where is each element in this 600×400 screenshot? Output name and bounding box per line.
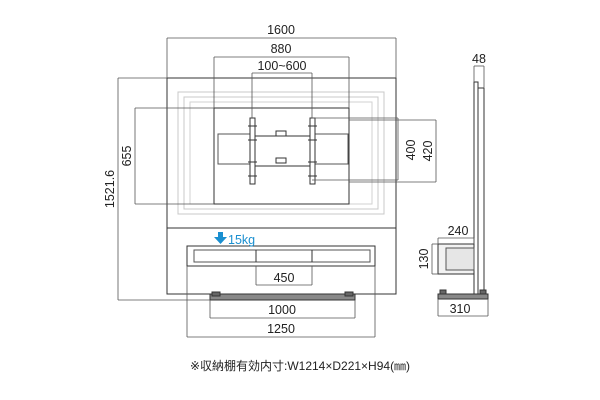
dim-420: 420 xyxy=(421,141,435,162)
panel-rect xyxy=(213,107,350,205)
shelf xyxy=(186,245,376,267)
dim-48: 48 xyxy=(472,52,486,66)
side-base xyxy=(437,293,489,300)
monitor-outline-outer xyxy=(177,91,385,215)
monitor-outline-mid xyxy=(183,96,379,210)
dim-130: 130 xyxy=(417,249,431,270)
dim-310: 310 xyxy=(450,302,471,316)
side-view xyxy=(437,81,489,300)
side-post xyxy=(473,81,479,299)
dim-240: 240 xyxy=(448,224,469,238)
panel-left xyxy=(217,133,253,165)
arrow-down-icon xyxy=(214,232,227,244)
dim-1000: 1000 xyxy=(268,303,296,317)
dim-450: 450 xyxy=(274,271,295,285)
side-dimensions xyxy=(431,65,489,317)
storage-shelf-note: ※収納棚有効内寸:W1214×D221×H94(㎜) xyxy=(189,359,411,373)
base-foot xyxy=(209,293,356,301)
dim-1521-6: 1521.6 xyxy=(103,170,117,208)
dim-880: 880 xyxy=(271,42,292,56)
dim-1250: 1250 xyxy=(267,322,295,336)
front-dimensions xyxy=(117,37,437,338)
bracket-left xyxy=(249,117,256,185)
front-view xyxy=(166,77,397,301)
monitor-outline-inner xyxy=(189,101,373,205)
dim-1600: 1600 xyxy=(267,23,295,37)
dim-655: 655 xyxy=(120,146,134,167)
panel-right xyxy=(313,133,349,165)
dim-100-600: 100~600 xyxy=(257,59,306,73)
shelf-inner xyxy=(193,249,371,263)
dim-400: 400 xyxy=(404,140,418,161)
shelf-load-label: 15kg xyxy=(228,233,255,247)
bracket-right xyxy=(309,117,316,185)
